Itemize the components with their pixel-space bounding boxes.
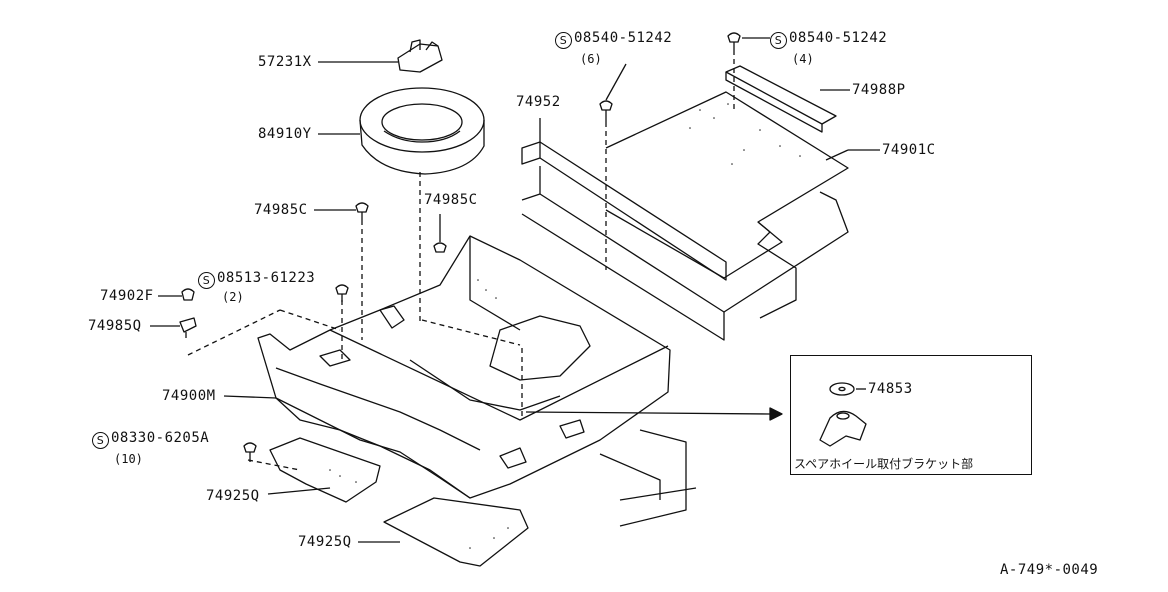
bracket-74985q-shape: [179, 317, 197, 338]
bolt-08540-b-shape: [727, 32, 741, 50]
label-08330-qty: (10): [114, 452, 143, 466]
rail-74952-shape: [521, 118, 727, 281]
rail-74988p-shape: [725, 65, 837, 133]
label-74902f: 74902F: [100, 288, 154, 304]
clip-74985c-shape: [355, 202, 369, 220]
label-84910y: 84910Y: [258, 126, 312, 142]
bolt-08540-a-shape: [599, 100, 613, 122]
deck-board-74901c-shape: [521, 91, 849, 341]
floor-pan-74900m-shape: [257, 235, 671, 499]
label-74853: 74853: [868, 381, 913, 397]
label-57231x: 57231X: [258, 54, 312, 70]
bracket-inset-shape: [819, 410, 867, 447]
label-08540-b-qty: (4): [792, 52, 814, 66]
washer-74853-shape: [829, 382, 855, 396]
surface-texture: [329, 103, 801, 549]
screw-08330-shape: [243, 442, 257, 462]
label-74901c: 74901C: [882, 142, 936, 158]
label-08330-6205a-text: 08330-6205A: [111, 430, 210, 446]
label-74988p: 74988P: [852, 82, 906, 98]
label-74985q: 74985Q: [88, 318, 142, 334]
clip-74985c-mid-shape: [433, 242, 447, 253]
label-74985c-mid: 74985C: [424, 192, 478, 208]
label-08540-51242-b-text: 08540-51242: [789, 30, 888, 46]
bracket-57231x-shape: [397, 39, 443, 73]
label-08513-qty: (2): [222, 290, 244, 304]
label-74952: 74952: [516, 94, 561, 110]
inset-box: [790, 355, 1032, 475]
panel-74925q-b-shape: [383, 497, 529, 567]
label-74925q-b: 74925Q: [298, 534, 352, 550]
clip-74902f-shape: [181, 288, 195, 301]
screw-08513-shape: [335, 284, 349, 302]
standard-part-symbol: S: [770, 32, 787, 49]
label-08513-61223-text: 08513-61223: [217, 270, 316, 286]
panel-74925q-a-shape: [269, 437, 381, 503]
standard-part-symbol: S: [555, 32, 572, 49]
standard-part-symbol: S: [92, 432, 109, 449]
standard-part-symbol: S: [198, 272, 215, 289]
label-74900m: 74900M: [162, 388, 216, 404]
label-74985c-left: 74985C: [254, 202, 308, 218]
label-08540-a-qty: (6): [580, 52, 602, 66]
inset-caption: スペアホイール取付ブラケット部: [794, 457, 974, 471]
label-74925q-a: 74925Q: [206, 488, 260, 504]
spare-tire-shape: [359, 87, 485, 175]
label-08540-51242-a-text: 08540-51242: [574, 30, 673, 46]
diagram-id: A-749*-0049: [1000, 562, 1099, 578]
